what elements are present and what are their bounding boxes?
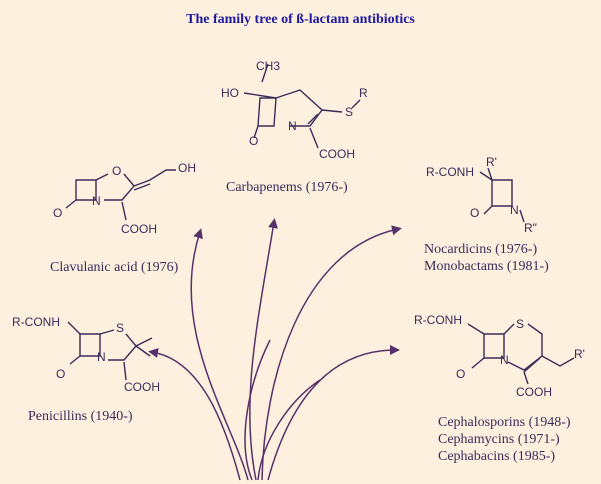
carbapenem-o-label: O xyxy=(249,134,258,148)
cephalosporin-structure: R-CONH S O N COOH R' xyxy=(414,313,585,399)
penicillins-caption: Penicillins (1940-) xyxy=(28,408,133,425)
branch-to-cephalosporins xyxy=(267,345,400,481)
clavulanic-o-label: O xyxy=(53,206,62,220)
caption-line: Cephabacins (1985-) xyxy=(438,449,556,464)
penicillin-n-label: N xyxy=(97,350,106,364)
cephalosporin-n-label: N xyxy=(500,353,509,367)
carbapenem-cooh-label: COOH xyxy=(319,147,355,161)
branch-mid-1 xyxy=(244,339,271,481)
clavulanic-ring-o-label: O xyxy=(112,164,121,178)
caption-line: Monobactams (1981-) xyxy=(424,259,549,274)
caption-line: Cephalosporins (1948-) xyxy=(438,415,571,430)
cephalosporin-o-label: O xyxy=(456,367,465,381)
nocardicins-caption: Nocardicins (1976-) Monobactams (1981-) xyxy=(424,241,549,275)
penicillin-s-label: S xyxy=(116,321,124,335)
penicillin-o-label: O xyxy=(56,367,65,381)
penicillin-rconh-label: R-CONH xyxy=(12,315,60,329)
caption-line: Carbapenems (1976-) xyxy=(226,180,348,195)
clavulanic-n-label: N xyxy=(92,194,101,208)
caption-line: Clavulanic acid (1976) xyxy=(50,260,179,275)
cephalosporins-caption: Cephalosporins (1948-) Cephamycins (1971… xyxy=(438,414,571,465)
clavulanic-caption: Clavulanic acid (1976) xyxy=(50,259,178,276)
nocardicin-o-label: O xyxy=(470,206,479,220)
branch-to-clavulanic xyxy=(190,228,249,481)
penicillin-structure: R-CONH S O N COOH xyxy=(12,315,160,394)
branch-mid-2 xyxy=(257,379,321,481)
clavulanic-structure: O OH O N COOH xyxy=(53,161,196,236)
carbapenem-n-label: N xyxy=(288,119,297,133)
branch-to-carbapenems xyxy=(249,218,278,481)
nocardicin-rconh-label: R-CONH xyxy=(426,165,474,179)
nocardicin-n-label: N xyxy=(510,203,519,217)
branch-to-penicillins xyxy=(148,348,241,481)
diagram-title: The family tree of ß-lactam antibiotics xyxy=(186,12,415,27)
nocardicin-r1-label: R' xyxy=(486,155,497,169)
carbapenem-r-label: R xyxy=(359,86,368,100)
carbapenem-s-label: S xyxy=(345,105,353,119)
cephalosporin-r1-label: R' xyxy=(574,347,585,361)
cephalosporin-cooh-label: COOH xyxy=(516,385,552,399)
clavulanic-cooh-label: COOH xyxy=(121,222,157,236)
carbapenem-ch3-label: CH3 xyxy=(256,59,280,73)
caption-line: Nocardicins (1976-) xyxy=(424,242,538,257)
branch-to-nocardicins xyxy=(261,225,402,481)
tree-branches xyxy=(148,218,402,481)
carbapenem-ho-label: HO xyxy=(221,86,239,100)
caption-line: Penicillins (1940-) xyxy=(28,409,133,424)
cephalosporin-rconh-label: R-CONH xyxy=(414,313,462,327)
penicillin-cooh-label: COOH xyxy=(124,380,160,394)
carbapenems-caption: Carbapenems (1976-) xyxy=(226,179,348,196)
carbapenem-structure: CH3 HO R S O N COOH xyxy=(221,59,368,161)
nocardicin-r2-label: R" xyxy=(524,221,537,235)
nocardicin-structure: R-CONH R' O N R" xyxy=(426,155,537,235)
caption-line: Cephamycins (1971-) xyxy=(438,432,560,447)
cephalosporin-s-label: S xyxy=(516,317,524,331)
clavulanic-oh-label: OH xyxy=(178,161,196,175)
